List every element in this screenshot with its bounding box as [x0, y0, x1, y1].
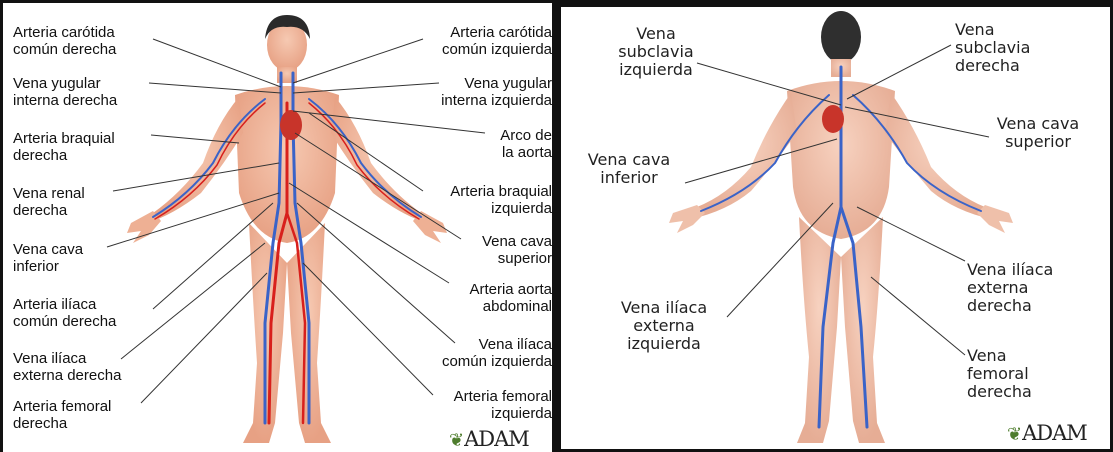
label-femoral-left: Arteria femoral izquierda	[454, 388, 552, 422]
label-iliac-external-left-back: Vena ilíaca externa izquierda	[601, 299, 727, 353]
back-right-arm	[691, 93, 797, 219]
label-femoral-right: Arteria femoral derecha	[13, 398, 111, 432]
leaf-icon: ❦	[1007, 424, 1021, 445]
label-subclavian-right: Vena subclavia derecha	[955, 21, 1030, 75]
back-head	[821, 11, 861, 63]
label-renal-right: Vena renal derecha	[13, 185, 85, 219]
front-body-illustration	[3, 3, 556, 452]
back-view-panel: Vena subclavia izquierda Vena subclavia …	[558, 0, 1113, 452]
label-iliac-external-right: Vena ilíaca externa derecha	[13, 350, 121, 384]
label-abdominal-aorta: Arteria aorta abdominal	[469, 281, 552, 315]
label-back-cava-superior: Vena cava superior	[983, 115, 1093, 151]
label-carotid-left: Arteria carótida común izquierda	[442, 24, 552, 58]
label-aortic-arch: Arco de la aorta	[500, 127, 552, 161]
label-jugular-left: Vena yugular interna izquierda	[441, 75, 552, 109]
back-left-arm	[885, 93, 991, 219]
back-left-hand	[977, 205, 1013, 233]
label-carotid-right: Arteria carótida común derecha	[13, 24, 116, 58]
label-iliac-common-right: Arteria ilíaca común derecha	[13, 296, 116, 330]
label-brachial-left: Arteria braquial izquierda	[450, 183, 552, 217]
front-view-panel: Arteria carótida común derecha Vena yugu…	[0, 0, 556, 452]
label-jugular-right: Vena yugular interna derecha	[13, 75, 117, 109]
label-subclavian-left: Vena subclavia izquierda	[601, 25, 711, 79]
back-heart	[822, 105, 844, 133]
label-cava-inferior: Vena cava inferior	[13, 241, 83, 275]
label-femoral-right-back: Vena femoral derecha	[967, 347, 1032, 401]
left-arm	[331, 97, 427, 223]
label-back-cava-inferior: Vena cava inferior	[567, 151, 691, 187]
adam-logo-back: ❦ADAM	[1007, 421, 1087, 445]
right-arm	[147, 97, 243, 223]
adam-logo-front: ❦ADAM	[449, 427, 529, 451]
leaf-icon: ❦	[449, 430, 463, 451]
back-right-hand	[669, 205, 705, 233]
back-left-leg	[841, 217, 885, 443]
label-iliac-common-left: Vena ilíaca común izquierda	[442, 336, 552, 370]
label-cava-superior: Vena cava superior	[482, 233, 552, 267]
label-brachial-right: Arteria braquial derecha	[13, 130, 115, 164]
label-iliac-external-right-back: Vena ilíaca externa derecha	[967, 261, 1053, 315]
